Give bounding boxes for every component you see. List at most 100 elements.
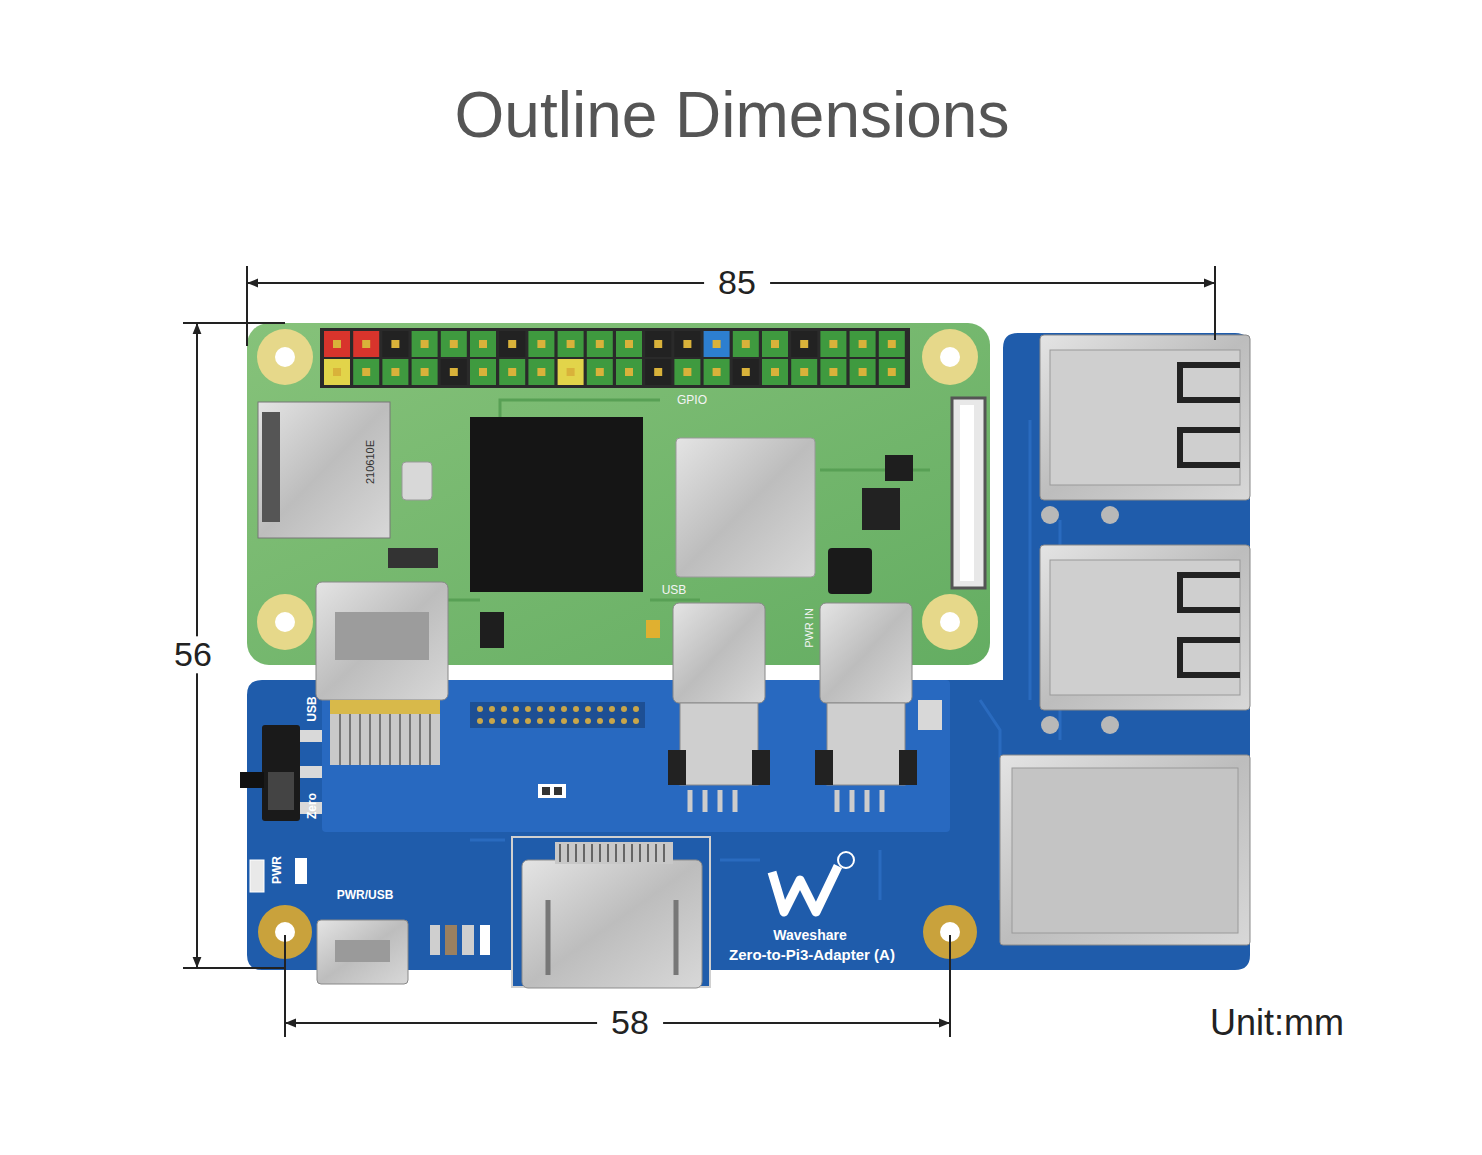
silkscreen-label: USB (662, 584, 687, 597)
adapter-board (621, 718, 627, 724)
zero-board (674, 331, 700, 357)
zero-board (316, 582, 448, 700)
zero-board (330, 700, 440, 714)
zero-board (567, 368, 575, 376)
zero-board (862, 488, 900, 530)
zero-board (402, 462, 432, 500)
zero-board (324, 331, 905, 385)
zero-board (391, 340, 399, 348)
zero-board (713, 368, 721, 376)
adapter-board (772, 866, 838, 912)
zero-board (616, 331, 642, 357)
zero-board (430, 400, 930, 600)
zero-board (683, 340, 691, 348)
zero-board (645, 331, 671, 357)
zero-board (353, 359, 379, 385)
zero-board (680, 703, 758, 785)
zero-board (616, 359, 642, 385)
zero-board (528, 359, 554, 385)
silkscreen-label: Zero (306, 793, 319, 819)
dimension-lines (246, 266, 248, 346)
adapter-board (268, 772, 294, 810)
adapter-board (1050, 560, 1240, 695)
adapter-board (633, 718, 639, 724)
zero-board (654, 340, 662, 348)
zero-board (879, 331, 905, 357)
adapter-board (522, 860, 702, 988)
adapter-board (335, 940, 390, 962)
zero-board (388, 548, 438, 568)
zero-board (258, 402, 390, 538)
zero-board (421, 368, 429, 376)
zero-board (450, 340, 458, 348)
adapter-board (501, 718, 507, 724)
adapter-board (554, 787, 562, 795)
silkscreen-label: PWR IN (803, 608, 815, 648)
adapter-board (317, 920, 408, 984)
zero-board (479, 340, 487, 348)
silkscreen-label: PWR (271, 856, 284, 884)
dimension-value: 85 (704, 264, 770, 301)
zero-board (673, 603, 765, 703)
adapter-board (477, 718, 483, 724)
zero-board (362, 340, 370, 348)
zero-board (899, 750, 917, 785)
silkscreen-label: GPIO (677, 394, 707, 407)
zero-board (960, 405, 974, 581)
zero-board (441, 359, 467, 385)
adapter-board (300, 730, 322, 742)
product-name: Zero-to-Pi3-Adapter (A) (729, 947, 895, 964)
zero-board (262, 412, 280, 522)
zero-board (324, 331, 350, 357)
adapter-board (512, 837, 710, 987)
zero-board (850, 359, 876, 385)
dimension-value: 56 (160, 636, 226, 673)
zero-board (508, 368, 516, 376)
zero-board (470, 417, 643, 592)
zero-board (940, 612, 960, 632)
adapter-board (1041, 716, 1059, 734)
zero-board (885, 455, 913, 481)
zero-board (762, 359, 788, 385)
adapter-board (573, 706, 579, 712)
brand-name: Waveshare (773, 928, 846, 943)
zero-board (771, 368, 779, 376)
zero-board (362, 368, 370, 376)
zero-board (340, 714, 430, 765)
dimension-lines (183, 322, 285, 324)
zero-board (820, 603, 912, 703)
dimension-lines (284, 935, 286, 1037)
zero-board (859, 368, 867, 376)
adapter-board (621, 706, 627, 712)
adapter-board (501, 706, 507, 712)
adapter-board (585, 718, 591, 724)
adapter-board (537, 706, 543, 712)
adapter-board (538, 784, 566, 798)
zero-board (382, 331, 408, 357)
zero-board (537, 340, 545, 348)
zero-board (391, 368, 399, 376)
dimension-lines (183, 967, 285, 969)
zero-board (713, 340, 721, 348)
zero-board (668, 750, 686, 785)
adapter-board (1041, 506, 1119, 734)
zero-board (850, 331, 876, 357)
zero-board (952, 398, 985, 588)
zero-board (752, 750, 770, 785)
adapter-board (573, 718, 579, 724)
adapter-board (489, 718, 495, 724)
zero-board (479, 368, 487, 376)
adapter-board (477, 706, 639, 724)
adapter-board (549, 706, 555, 712)
adapter-board (430, 925, 440, 955)
zero-board (567, 340, 575, 348)
zero-board (333, 340, 341, 348)
zero-board (742, 340, 750, 348)
zero-board (596, 340, 604, 348)
zero-board (922, 594, 978, 650)
silkscreen-label: PWR/USB (337, 889, 394, 902)
zero-board (441, 331, 467, 357)
